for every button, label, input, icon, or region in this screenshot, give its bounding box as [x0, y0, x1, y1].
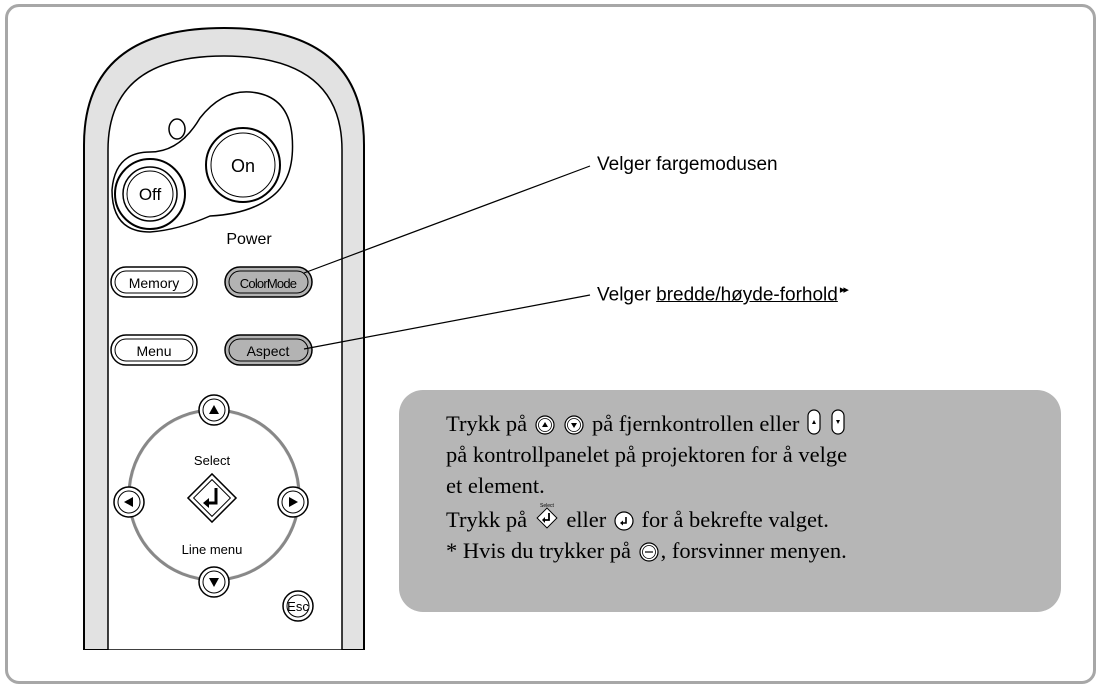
instruction-line-2: på kontrollpanelet på projektoren for å … [446, 442, 848, 467]
instruction-line-1: Trykk på på fjernkontrollen eller [446, 408, 1047, 439]
down-button[interactable] [198, 566, 230, 598]
right-button[interactable] [277, 486, 309, 518]
down-arrow-icon [564, 415, 584, 435]
enter-icon [614, 511, 634, 531]
memory-button[interactable]: Memory [110, 266, 198, 298]
power-on-label: On [231, 156, 255, 176]
select-label: Select [194, 453, 231, 468]
up-button[interactable] [198, 394, 230, 426]
glossary-mark: ▸▸ [839, 284, 849, 296]
svg-text:Select: Select [540, 503, 555, 509]
left-button[interactable] [113, 486, 145, 518]
color-mode-button[interactable]: ColorMode [224, 266, 313, 298]
esc-button[interactable]: Esc [282, 590, 314, 622]
instruction-text: Trykk på [446, 507, 528, 532]
right-arrow-icon [289, 497, 298, 507]
menu-button[interactable]: Menu [110, 334, 198, 366]
instruction-text: Trykk på [446, 411, 528, 436]
panel-down-icon [831, 409, 845, 435]
leader-line-aspect [303, 294, 591, 350]
color-mode-label: ColorMode [240, 276, 297, 291]
up-arrow-icon [535, 415, 555, 435]
down-arrow-icon [209, 578, 219, 587]
select-enter-icon: Select [536, 503, 558, 529]
esc-label: Esc [287, 599, 309, 614]
esc-icon [638, 542, 659, 562]
instruction-text: eller [566, 507, 607, 532]
instruction-line-5: * Hvis du trykker på , forsvinner menyen… [446, 535, 1047, 566]
aspect-callout-prefix: Velger [597, 284, 657, 306]
left-arrow-icon [124, 497, 133, 507]
menu-label: Menu [136, 343, 171, 359]
aspect-callout: Velger bredde/høyde-forhold▸▸ [597, 283, 849, 306]
instruction-text: * Hvis du trykker på [446, 538, 631, 563]
instruction-line-3: et element. [446, 473, 545, 498]
indicator-lamp [168, 118, 186, 140]
leader-line-color-mode [303, 165, 591, 274]
power-off-button[interactable]: Off [114, 158, 186, 230]
instruction-text: for å bekrefte valget. [641, 507, 829, 532]
memory-label: Memory [129, 275, 180, 291]
instruction-line-4: Trykk på Select eller for å bekrefte val… [446, 501, 1047, 535]
power-off-label: Off [139, 185, 162, 204]
aspect-term-link[interactable]: bredde/høyde-forhold [656, 284, 838, 306]
instruction-box: Trykk på på fjernkontrollen eller på kon… [399, 390, 1061, 612]
power-on-button[interactable]: On [205, 127, 281, 203]
instruction-text: , forsvinner menyen. [660, 538, 847, 563]
panel-up-icon [807, 409, 821, 435]
instruction-text: på fjernkontrollen eller [591, 411, 800, 436]
line-menu-label: Line menu [182, 542, 243, 557]
power-label: Power [226, 231, 272, 248]
enter-icon [207, 488, 218, 505]
aspect-label: Aspect [247, 343, 290, 359]
up-arrow-icon [209, 405, 219, 414]
aspect-button[interactable]: Aspect [224, 334, 313, 366]
remote-control: On Off Power Memory ColorMode Menu Aspec… [83, 26, 591, 650]
color-mode-callout: Velger fargemodusen [597, 154, 778, 175]
enter-button[interactable] [186, 472, 238, 524]
